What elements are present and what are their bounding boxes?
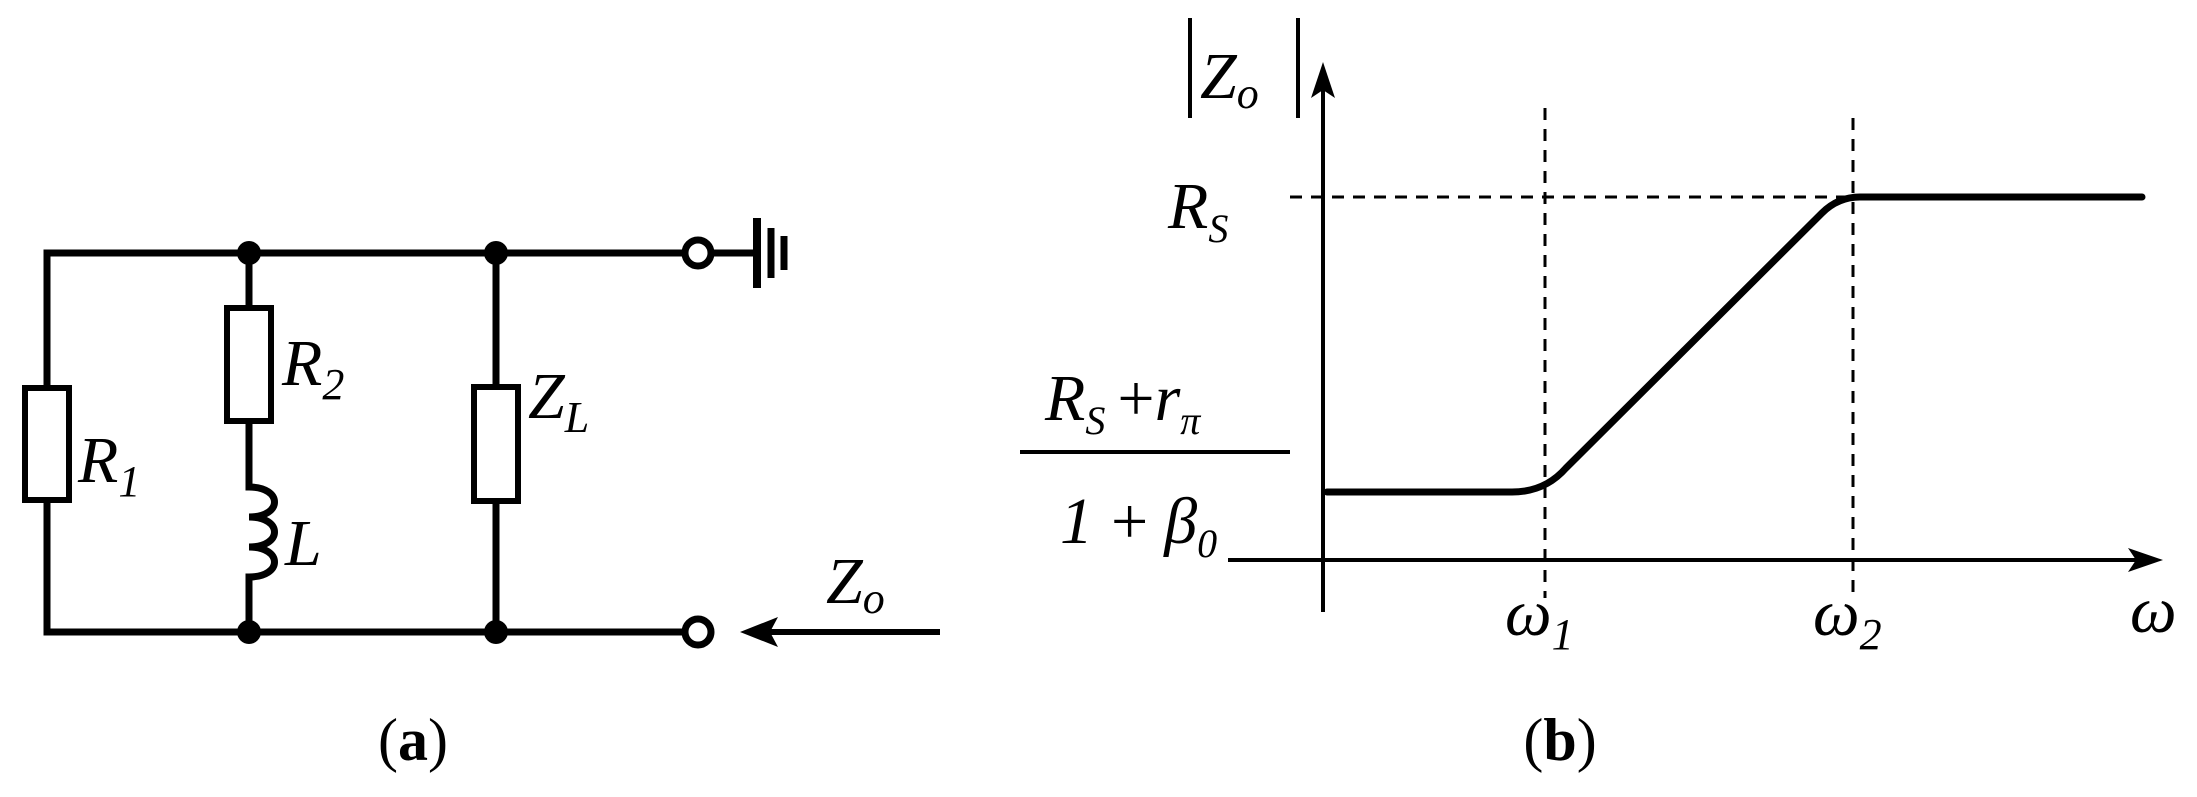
low-level-tick-label: RS+rπ 1+β0: [1020, 362, 1290, 566]
svg-text:1+β0: 1+β0: [1060, 485, 1217, 566]
svg-text:Zo: Zo: [1200, 40, 1259, 118]
impedance-plot: Zo RS RS+rπ 1+β0 ω1 ω2 ω (b): [1020, 18, 2177, 773]
r2-resistor: [224, 305, 274, 424]
r2-label: R2: [281, 327, 344, 409]
top-terminal: [681, 236, 715, 270]
inductor-label: L: [284, 507, 322, 580]
zl-label: ZL: [528, 360, 589, 442]
y-axis-arrowhead: [1311, 62, 1335, 98]
bottom-terminal: [681, 615, 715, 649]
junction-dot: [484, 620, 508, 644]
junction-dot: [484, 241, 508, 265]
svg-text:RS+rπ: RS+rπ: [1044, 362, 1201, 443]
junction-dot: [237, 241, 261, 265]
r1-resistor: [22, 385, 72, 503]
circuit-diagram: R1 R2 L ZL Zo (a): [22, 218, 940, 773]
x-axis-arrowhead: [2128, 548, 2163, 572]
zo-arrow-icon: [740, 617, 940, 647]
y-axis-label: Zo: [1188, 18, 1300, 118]
caption-b: (b): [1523, 707, 1596, 773]
junction-dot: [237, 620, 261, 644]
w1-tick-label: ω1: [1505, 577, 1574, 659]
w2-tick-label: ω2: [1813, 577, 1882, 659]
response-curve: [1323, 193, 2146, 496]
r1-label: R1: [77, 424, 140, 506]
rs-tick-label: RS: [1167, 170, 1228, 251]
zl-impedance: [471, 384, 521, 504]
x-axis-label: ω: [2130, 574, 2177, 647]
zo-label: Zo: [826, 545, 885, 623]
inductor-coil: [245, 483, 278, 581]
ground-icon: [707, 218, 788, 288]
caption-a: (a): [378, 707, 448, 773]
